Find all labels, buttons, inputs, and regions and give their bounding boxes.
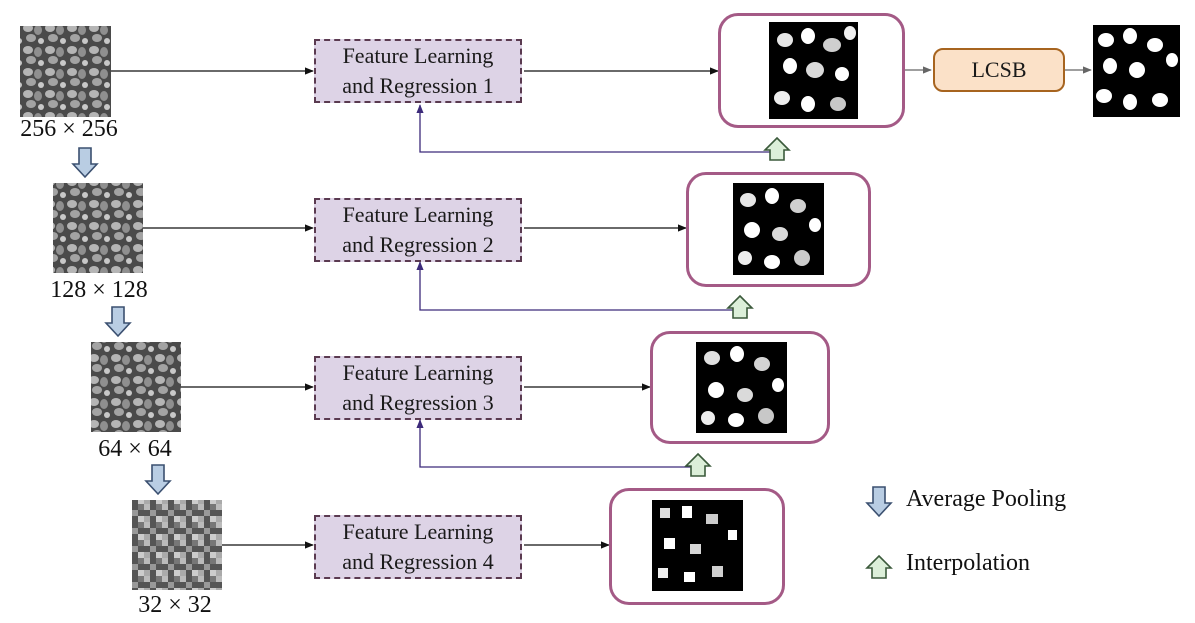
legend-interpolation: Interpolation: [906, 550, 1030, 576]
down-arrow-icon: [71, 147, 99, 179]
output-frame-1: [718, 13, 905, 128]
module-label-line2: and Regression 3: [342, 390, 494, 415]
output-frame-3: [650, 331, 830, 444]
up-arrow-icon: [763, 136, 791, 161]
up-arrow-icon: [726, 294, 754, 319]
module-label-line1: Feature Learning: [342, 360, 494, 385]
module-label-line1: Feature Learning: [342, 519, 494, 544]
input-image-32: [132, 500, 222, 590]
input-image-64: [91, 342, 181, 432]
scale-label-256: 256 × 256: [20, 116, 118, 142]
legend-average-pooling: Average Pooling: [906, 486, 1067, 512]
feature-learning-module-3: Feature Learning and Regression 3: [314, 356, 522, 420]
module-label-line1: Feature Learning: [342, 202, 494, 227]
input-image-256: [20, 26, 111, 117]
module-label-line1: Feature Learning: [342, 43, 494, 68]
down-arrow-icon: [144, 464, 172, 496]
final-segmentation-output: [1093, 25, 1180, 117]
module-label-line2: and Regression 4: [342, 549, 494, 574]
down-arrow-icon: [104, 306, 132, 338]
scale-label-32: 32 × 32: [138, 592, 212, 618]
scale-label-128: 128 × 128: [50, 277, 148, 303]
feature-learning-module-4: Feature Learning and Regression 4: [314, 515, 522, 579]
output-frame-2: [686, 172, 871, 287]
up-arrow-icon: [684, 452, 712, 477]
module-label-line2: and Regression 1: [342, 73, 494, 98]
feature-learning-module-2: Feature Learning and Regression 2: [314, 198, 522, 262]
feedback-line: [416, 261, 737, 311]
feature-learning-module-1: Feature Learning and Regression 1: [314, 39, 522, 103]
lcsb-module: LCSB: [933, 48, 1065, 92]
feedback-line: [416, 104, 771, 153]
scale-label-64: 64 × 64: [98, 436, 172, 462]
feedback-line: [416, 419, 696, 468]
lcsb-label: LCSB: [971, 57, 1027, 82]
module-label-line2: and Regression 2: [342, 232, 494, 257]
output-frame-4: [609, 488, 785, 605]
input-image-128: [53, 183, 143, 273]
